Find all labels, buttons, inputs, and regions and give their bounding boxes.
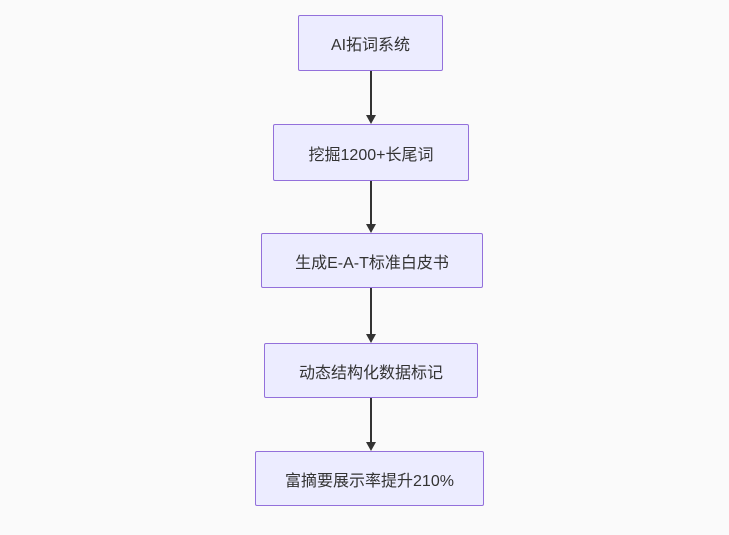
edge-line [370, 71, 372, 115]
flow-edge-c-d [365, 288, 377, 343]
flow-node-rich-snippet-result: 富摘要展示率提升210% [255, 451, 484, 506]
edge-line [370, 288, 372, 334]
edge-line [370, 181, 372, 224]
flow-node-ai-topic-system: AI拓词系统 [298, 15, 443, 71]
flow-node-eat-whitepaper: 生成E-A-T标准白皮书 [261, 233, 483, 288]
flow-edge-b-c [365, 181, 377, 233]
arrowhead-down-icon [366, 224, 376, 233]
arrowhead-down-icon [366, 334, 376, 343]
edge-line [370, 398, 372, 442]
arrowhead-down-icon [366, 115, 376, 124]
flow-edge-a-b [365, 71, 377, 124]
flow-node-structured-data-markup: 动态结构化数据标记 [264, 343, 478, 398]
arrowhead-down-icon [366, 442, 376, 451]
flow-node-longtail-mining: 挖掘1200+长尾词 [273, 124, 469, 181]
flow-edge-d-e [365, 398, 377, 451]
